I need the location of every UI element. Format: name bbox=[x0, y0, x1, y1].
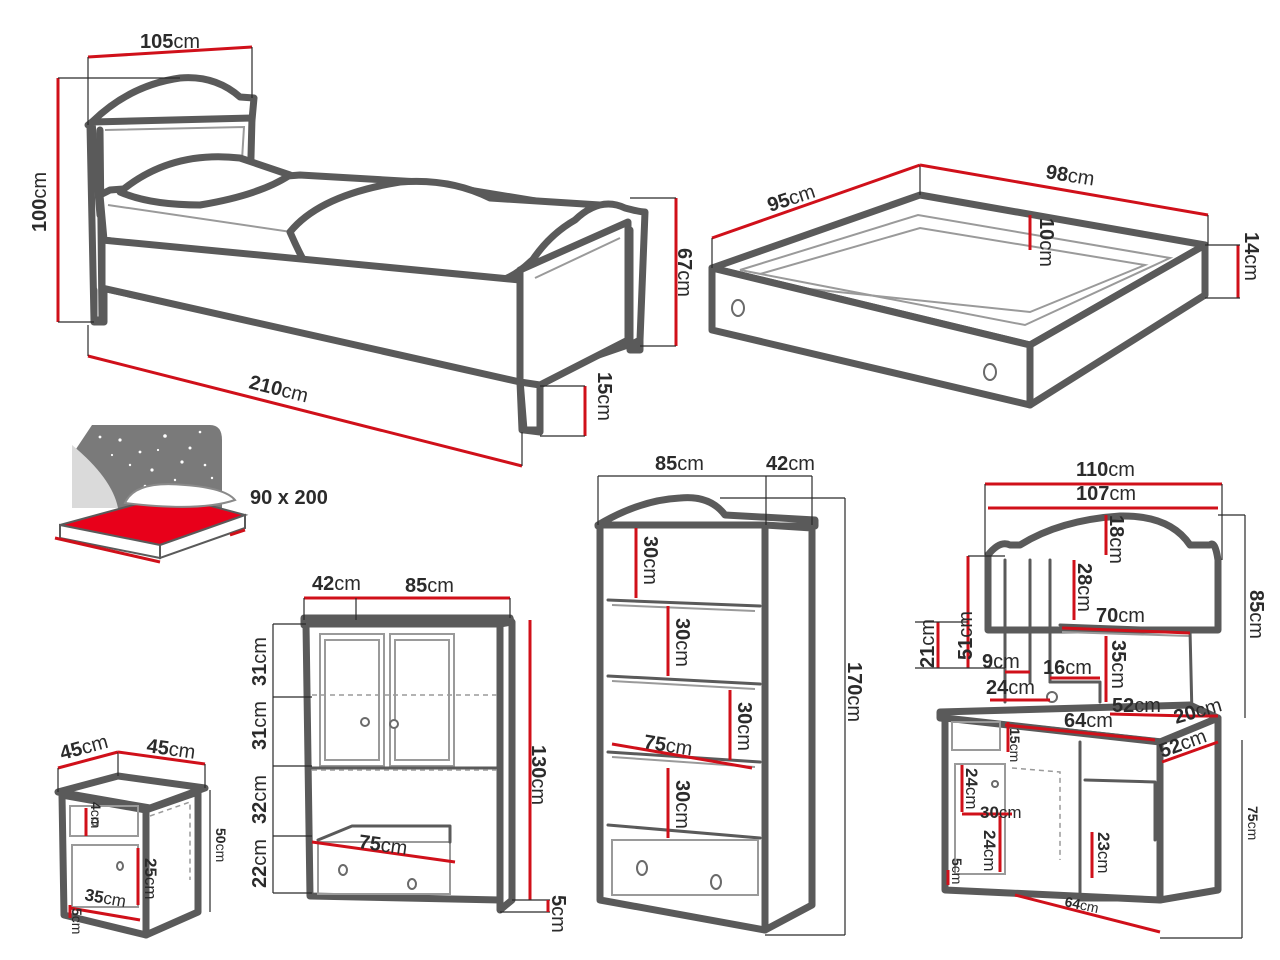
drawer-height-label: 14cm bbox=[1240, 232, 1262, 281]
bed-foot-height-label: 67cm bbox=[673, 248, 695, 297]
bed-leg-label: 15cm bbox=[593, 372, 615, 421]
bed-height-label: 100cm bbox=[29, 172, 51, 232]
desk-drawer-height-label: 15cm bbox=[1007, 728, 1023, 762]
nightstand-drawing bbox=[54, 772, 209, 939]
nightstand-dimensions bbox=[57, 750, 211, 922]
nightstand-inner-label: 35cm bbox=[83, 885, 127, 911]
shelf-depth-label: 42cm bbox=[766, 453, 815, 475]
wardrobe-dimensions bbox=[272, 596, 550, 913]
bed-drawing bbox=[84, 74, 649, 436]
desk-leg-label: 5cm bbox=[949, 858, 965, 884]
desk-top-width-label: 52cm bbox=[1112, 695, 1161, 717]
bed-dimensions bbox=[56, 45, 678, 468]
nightstand-door-label: 25cm bbox=[141, 858, 160, 900]
wardrobe-section-4-label: 22cm bbox=[249, 839, 271, 888]
wardrobe-height-label: 130cm bbox=[527, 745, 549, 805]
wardrobe-drawing bbox=[300, 614, 516, 914]
shelf-width-label: 85cm bbox=[655, 453, 704, 475]
desk-surface-width-label: 64cm bbox=[1064, 710, 1113, 732]
desk-height-label: 75cm bbox=[1245, 806, 1261, 840]
drawer-dimensions bbox=[711, 163, 1240, 299]
desk-cubby-width-label: 9cm bbox=[982, 651, 1020, 673]
wardrobe-inner-width-label: 75cm bbox=[357, 831, 409, 860]
drawer-width-label: 98cm bbox=[1044, 161, 1096, 190]
desk-compartment-width-label: 24cm bbox=[986, 677, 1035, 699]
nightstand-width-label: 45cm bbox=[145, 735, 197, 764]
desk-side-height-label: 35cm bbox=[1107, 640, 1129, 689]
wardrobe-width-label: 85cm bbox=[405, 575, 454, 597]
desk-drawer-width-label: 16cm bbox=[1043, 657, 1092, 679]
desk-total-height-label: 85cm bbox=[1245, 590, 1267, 639]
desk-bottom-width-label: 64cm bbox=[1063, 893, 1100, 916]
mattress-icon bbox=[54, 425, 249, 564]
desk-door-lower-label: 24cm bbox=[980, 830, 999, 872]
bookshelf-dimensions bbox=[597, 475, 846, 936]
desk-dimensions bbox=[915, 482, 1246, 939]
wardrobe-section-2-label: 31cm bbox=[249, 701, 271, 750]
nightstand-height-label: 50cm bbox=[213, 828, 229, 862]
desk-legroom-label: 23cm bbox=[1094, 832, 1113, 874]
wardrobe-section-3-label: 32cm bbox=[249, 775, 271, 824]
desk-inner-width-label: 107cm bbox=[1076, 483, 1136, 505]
desk-outer-width-label: 110cm bbox=[1076, 459, 1135, 481]
nightstand-drawer-label: 4cm bbox=[88, 802, 104, 828]
shelf-compartment-1-label: 30cm bbox=[639, 536, 661, 585]
desk-door-upper-label: 24cm bbox=[962, 768, 981, 810]
desk-door-width-label: 30cm bbox=[980, 803, 1022, 822]
desk-cubby-height-label: 21cm bbox=[917, 619, 939, 668]
shelf-compartment-4-label: 30cm bbox=[671, 780, 693, 829]
mattress-size-label: 90 x 200 bbox=[250, 487, 328, 509]
shelf-inner-width-label: 75cm bbox=[642, 731, 694, 760]
bookshelf-drawing bbox=[594, 494, 819, 934]
desk-hutch-upper-label: 28cm bbox=[1073, 563, 1095, 612]
desk-hutch-shelf-label: 70cm bbox=[1096, 605, 1145, 627]
underbed-drawer-drawing bbox=[708, 191, 1209, 409]
shelf-height-label: 170cm bbox=[843, 662, 865, 722]
desk-hutch-top-label: 18cm bbox=[1105, 515, 1127, 564]
desk-hutch-height-label: 51cm bbox=[955, 611, 977, 660]
bed-width-label: 105cm bbox=[140, 31, 200, 53]
bed-length-label: 210cm bbox=[247, 372, 311, 408]
shelf-compartment-3-label: 30cm bbox=[733, 702, 755, 751]
wardrobe-section-1-label: 31cm bbox=[249, 637, 271, 686]
wardrobe-leg-label: 5cm bbox=[547, 895, 569, 933]
drawer-inner-label: 10cm bbox=[1035, 218, 1057, 267]
nightstand-leg-label: 5cm bbox=[69, 908, 85, 934]
shelf-compartment-2-label: 30cm bbox=[671, 618, 693, 667]
wardrobe-depth-label: 42cm bbox=[312, 573, 361, 595]
